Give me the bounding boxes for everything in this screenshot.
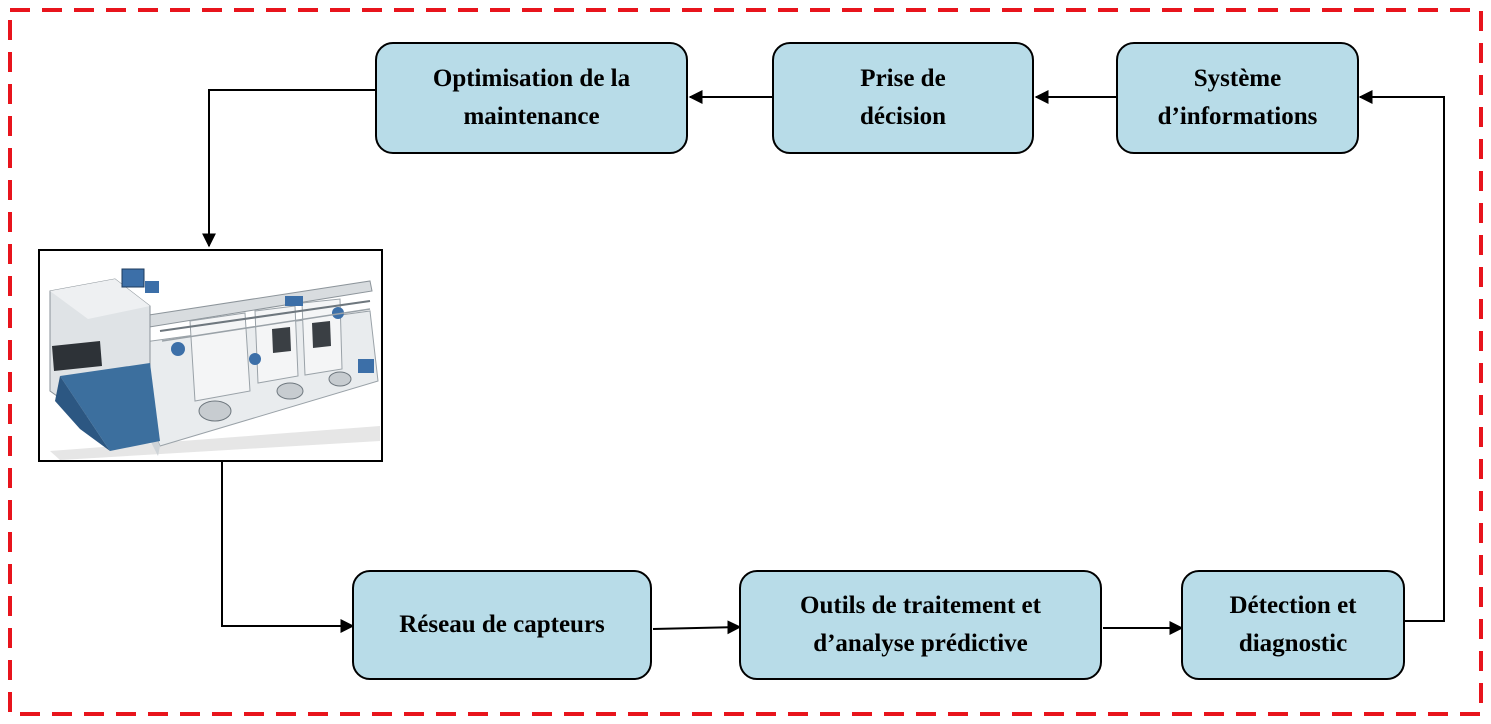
node-outils-traitement: Outils de traitement et d’analyse prédic… bbox=[739, 570, 1102, 680]
arrow-optimisation-to-machine bbox=[202, 89, 376, 248]
industrial-machine-image bbox=[38, 249, 383, 462]
node-reseau-capteurs: Réseau de capteurs bbox=[352, 570, 652, 680]
machine-illustration bbox=[49, 268, 380, 460]
node-systeme-informations: Système d’informations bbox=[1116, 42, 1359, 154]
node-detection-diagnostic: Détection et diagnostic bbox=[1181, 570, 1405, 680]
arrow-detection-to-systeme bbox=[1358, 90, 1445, 622]
arrow-machine-to-capteurs bbox=[221, 462, 355, 633]
node-optimisation-maintenance: Optimisation de la maintenance bbox=[375, 42, 688, 154]
node-prise-de-decision: Prise de décision bbox=[772, 42, 1034, 154]
arrow-capteurs-to-outils bbox=[652, 620, 742, 635]
